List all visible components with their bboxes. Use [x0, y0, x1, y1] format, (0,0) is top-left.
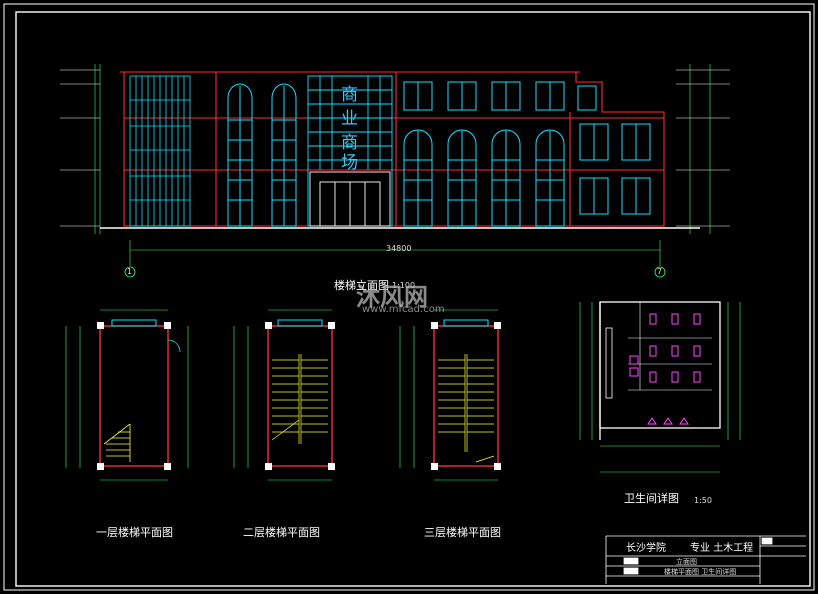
elevation-total-dimension: 34800 [386, 244, 412, 253]
axis-label-left: 1 [127, 267, 133, 276]
stair-plan-3 [399, 309, 501, 481]
central-glass-tower [307, 75, 393, 227]
entrance-door [309, 171, 391, 227]
axis-bubble-left [124, 266, 136, 278]
drawing-frame [15, 11, 811, 587]
side-wing-windows [579, 123, 651, 215]
toilet-detail-scale: 1:50 [694, 496, 712, 505]
toilet-detail-title: 卫生间详图 [624, 492, 679, 505]
arched-windows-left [227, 83, 297, 227]
front-elevation [60, 64, 730, 278]
elevation-scale: 1:100 [392, 281, 416, 290]
sign-char-2: 业 [341, 109, 358, 129]
building-outline [120, 71, 665, 227]
watermark-brand: 沐风网 [356, 283, 428, 311]
arched-windows-right [403, 129, 565, 227]
title-block-major: 专业 土木工程 [690, 543, 754, 554]
left-dimension-lines [94, 64, 101, 234]
sign-char-1: 商 [341, 85, 358, 105]
upper-windows-right [403, 81, 597, 111]
stair-treads-3 [438, 354, 495, 463]
right-dimension-lines [689, 64, 711, 234]
title-block-row2: 楼梯平面图 卫生间详图 [664, 568, 737, 576]
title-block-row1: 立面图 [676, 558, 697, 566]
elevation-title: 楼梯立面图 [334, 279, 389, 292]
stair-plan-3-title: 三层楼梯平面图 [424, 526, 501, 539]
toilet-fixtures [629, 313, 701, 425]
stair-treads-2 [271, 354, 328, 444]
stair-plan-2 [233, 309, 335, 481]
axis-label-right: 7 [657, 267, 663, 276]
right-level-marks [676, 69, 730, 227]
watermark-url: www.mfcad.com [362, 304, 445, 315]
title-block [605, 535, 806, 584]
sign-char-4: 场 [341, 153, 358, 173]
sign-char-3: 商 [341, 133, 358, 153]
title-block-school: 长沙学院 [626, 543, 666, 554]
stair-plan-2-title: 二层楼梯平面图 [243, 526, 320, 539]
toilet-detail-plan [579, 301, 741, 473]
curtain-wall [129, 75, 191, 227]
bottom-dimension [129, 240, 661, 266]
axis-bubble-right [654, 266, 666, 278]
stair-plan-1-title: 一层楼梯平面图 [96, 526, 173, 539]
stair-plan-1 [65, 309, 189, 481]
left-level-marks [60, 69, 100, 227]
outer-border [3, 3, 815, 591]
